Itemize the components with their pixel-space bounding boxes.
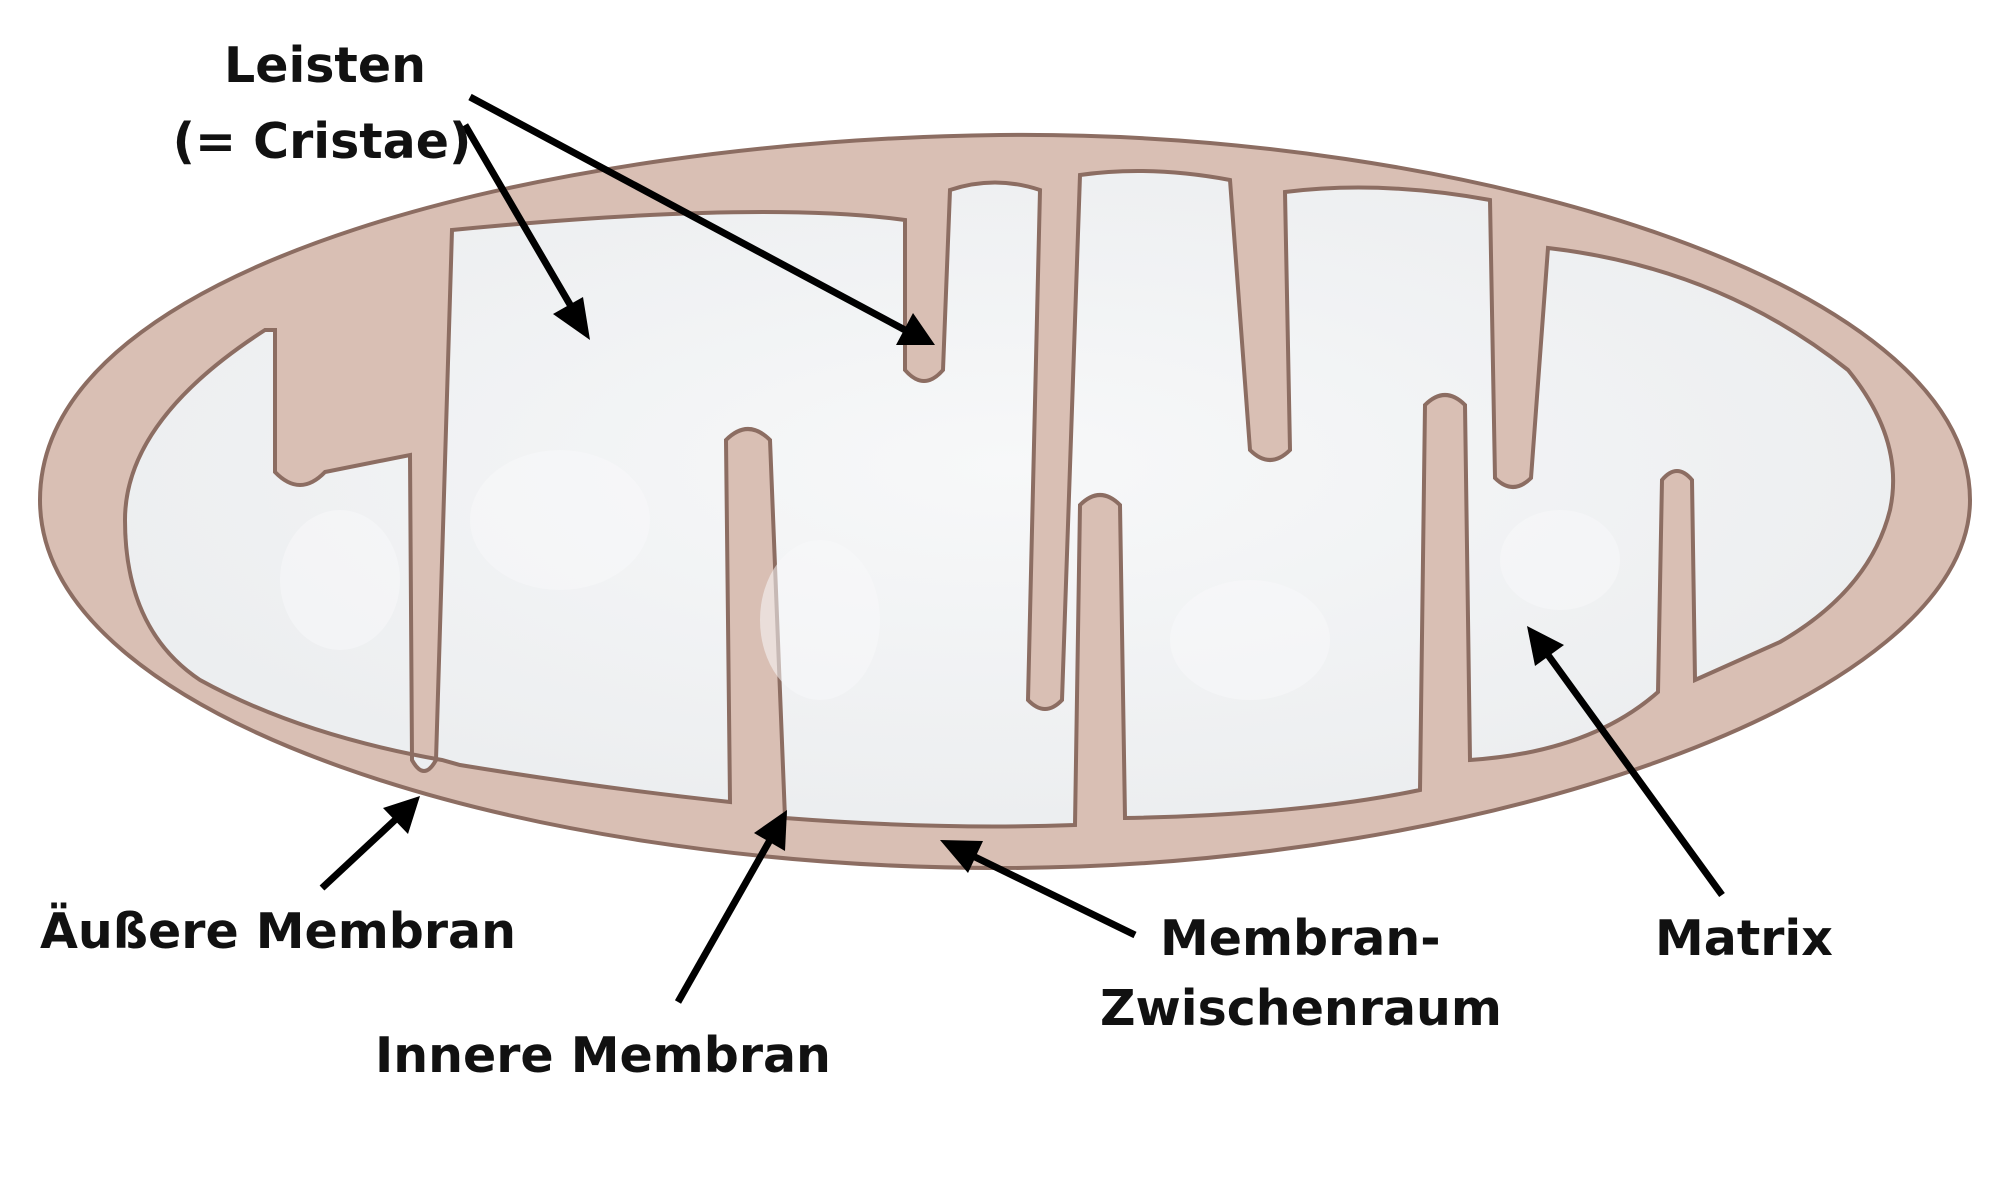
- label-cristae: (= Cristae): [173, 113, 472, 170]
- label-leisten: Leisten: [224, 37, 426, 94]
- arrow-cristae-left: [461, 123, 590, 340]
- label-intermembrane-line1: Membran-: [1160, 910, 1441, 967]
- arrow-outer-membrane: [319, 796, 420, 891]
- matrix-highlight: [760, 540, 880, 700]
- arrow-intermembrane-space: [940, 840, 1137, 939]
- matrix-highlight: [470, 450, 650, 590]
- matrix-highlight: [1170, 580, 1330, 700]
- matrix-highlight: [1500, 510, 1620, 610]
- arrow-inner-membrane: [674, 810, 787, 1004]
- label-outer-membrane: Äußere Membran: [40, 902, 516, 960]
- label-intermembrane-line2: Zwischenraum: [1100, 980, 1502, 1037]
- arrow-cristae-right: [468, 93, 935, 345]
- arrow-matrix: [1527, 626, 1725, 898]
- label-matrix: Matrix: [1655, 910, 1833, 967]
- inner-membrane-shape: [122, 169, 1896, 829]
- label-inner-membrane: Innere Membran: [375, 1027, 831, 1084]
- matrix-highlight: [280, 510, 400, 650]
